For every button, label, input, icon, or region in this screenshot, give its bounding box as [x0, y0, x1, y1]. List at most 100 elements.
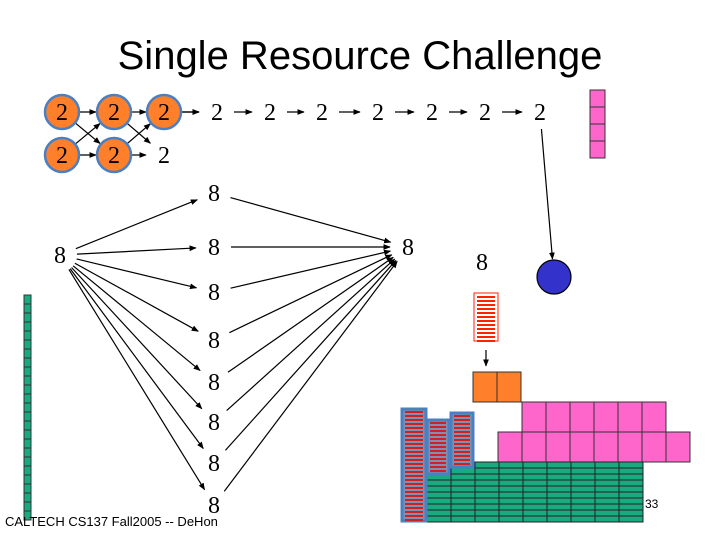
- green-grid-cell: [618, 461, 644, 469]
- node-circle: [43, 238, 77, 272]
- stripe: [405, 475, 423, 477]
- green-grid-cell: [522, 497, 548, 505]
- green-grid-cell: [498, 485, 524, 493]
- stripe: [454, 451, 470, 453]
- green-grid-cell: [498, 491, 524, 499]
- pink-column-cell: [589, 89, 606, 108]
- green-column-cell: [23, 447, 32, 458]
- stripe: [430, 450, 446, 452]
- node-circle: [415, 95, 449, 129]
- node-circle: [197, 488, 231, 522]
- stripe: [405, 491, 423, 493]
- green-grid-cell: [450, 491, 476, 499]
- node-top-2: 2: [145, 93, 183, 131]
- edge-fan-7: [69, 268, 204, 450]
- green-grid-cell: [618, 479, 644, 487]
- green-column-cell: [23, 438, 32, 449]
- node-label: 2: [534, 100, 546, 126]
- green-grid-cell: [594, 503, 620, 511]
- stripe: [405, 443, 423, 445]
- green-grid-cell: [594, 509, 620, 517]
- pink-grid-cell: [593, 431, 619, 463]
- edge-conv-7: [224, 259, 397, 451]
- edge-conv-8: [223, 260, 398, 492]
- stripe: [405, 463, 423, 465]
- stripe: [405, 455, 423, 457]
- stripe: [405, 511, 423, 513]
- stripe: [430, 422, 446, 424]
- green-grid-cell: [546, 491, 572, 499]
- green-grid-cell: [546, 479, 572, 487]
- stripe: [454, 435, 470, 437]
- green-grid-cell: [594, 461, 620, 469]
- stripe: [405, 427, 423, 429]
- green-grid-cell: [546, 497, 572, 505]
- node-circle: [197, 365, 231, 399]
- green-grid-cell: [474, 497, 500, 505]
- green-column-cell: [23, 384, 32, 395]
- green-grid-cell: [426, 515, 452, 523]
- green-grid-cell: [594, 515, 620, 523]
- green-column-cell: [23, 321, 32, 332]
- green-column-cell: [23, 393, 32, 404]
- node-circle: [197, 176, 231, 210]
- green-grid-cell: [618, 473, 644, 481]
- green-grid-cell: [426, 497, 452, 505]
- green-grid-cell: [450, 503, 476, 511]
- node-eight-0: 8: [43, 238, 77, 272]
- green-grid-cell: [618, 503, 644, 511]
- footer-credit: CALTECH CS137 Fall2005 -- DeHon: [5, 514, 218, 529]
- green-column-cell: [23, 483, 32, 494]
- green-column-cell: [23, 429, 32, 440]
- stripe: [405, 515, 423, 517]
- green-grid-cell: [498, 497, 524, 505]
- pink-grid-cell: [617, 431, 643, 463]
- red-stripe: [477, 300, 495, 302]
- green-grid-cell: [450, 515, 476, 523]
- node-top-9: 2: [523, 95, 557, 129]
- node-eight-3: 8: [197, 275, 231, 309]
- node-eight-5: 8: [197, 365, 231, 399]
- node-second-0: 2: [43, 136, 81, 174]
- green-grid-cell: [498, 479, 524, 487]
- green-grid-cell: [618, 467, 644, 475]
- node-circle: [197, 275, 231, 309]
- green-grid-cell: [498, 461, 524, 469]
- node-label: 2: [158, 100, 170, 126]
- stripe: [405, 431, 423, 433]
- node-circle: [145, 93, 183, 131]
- stripe: [430, 430, 446, 432]
- node-circle: [391, 230, 425, 264]
- green-grid-cell: [618, 509, 644, 517]
- green-grid-cell: [426, 509, 452, 517]
- node-eight-9: 8: [391, 230, 425, 264]
- node-top-1: 2: [95, 93, 133, 131]
- red-stripe: [477, 308, 495, 310]
- node-top-3: 2: [200, 95, 234, 129]
- stripe: [430, 446, 446, 448]
- edge-conv-6: [226, 258, 396, 412]
- green-grid-cell: [474, 473, 500, 481]
- red-stripe: [477, 340, 495, 342]
- node-circle: [197, 405, 231, 439]
- stripe: [454, 459, 470, 461]
- node-eight-11: [536, 259, 572, 295]
- pink-grid-cell: [593, 401, 619, 433]
- green-grid-cell: [498, 467, 524, 475]
- node-label: 2: [372, 100, 384, 126]
- red-stripe: [477, 336, 495, 338]
- green-grid-cell: [594, 485, 620, 493]
- green-column-cell: [23, 330, 32, 341]
- edge-fan-5: [72, 265, 201, 372]
- green-grid-cell: [618, 485, 644, 493]
- node-label: 2: [479, 100, 491, 126]
- stripe: [405, 415, 423, 417]
- node-label: 2: [158, 143, 170, 169]
- node-top-0: 2: [43, 93, 81, 131]
- node-circle: [536, 259, 572, 295]
- green-grid-cell: [570, 467, 596, 475]
- pink-column-cell: [589, 123, 606, 142]
- green-column-cell: [23, 420, 32, 431]
- edge-fan-6: [71, 267, 203, 410]
- green-grid-cell: [474, 509, 500, 517]
